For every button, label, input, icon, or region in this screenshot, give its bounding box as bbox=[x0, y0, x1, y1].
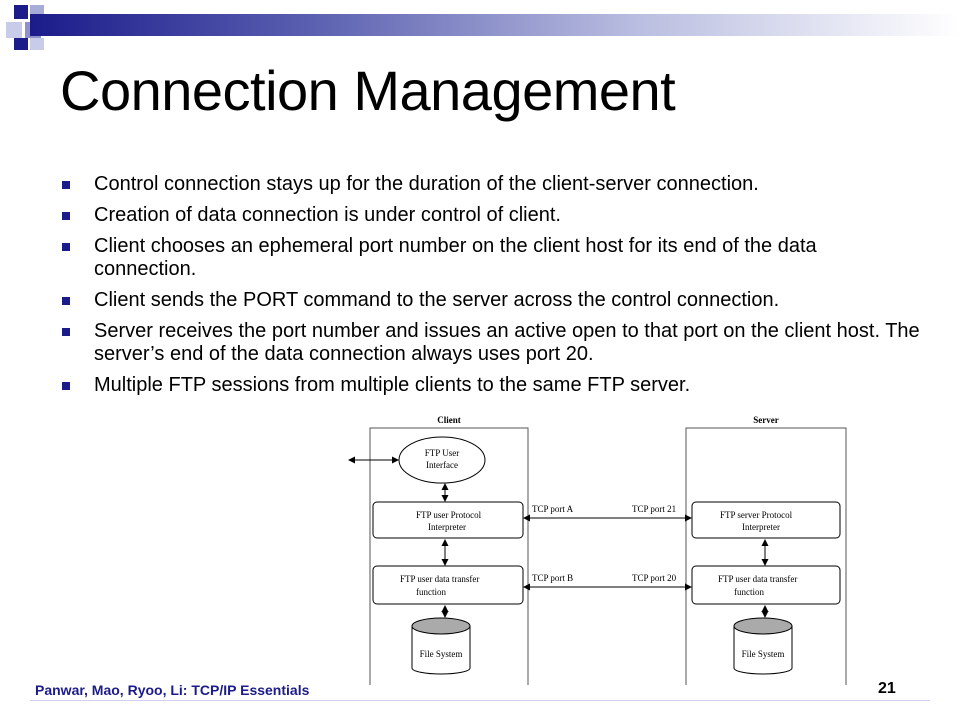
client-pi-box bbox=[372, 501, 524, 539]
server-dtp-label-1: FTP user data transfer bbox=[718, 574, 797, 584]
client-ui-label-1: FTP User bbox=[425, 448, 459, 458]
bullet-item: Client sends the PORT command to the ser… bbox=[60, 289, 920, 312]
server-fs-cylinder-bottom bbox=[733, 667, 793, 675]
client-dtp-label-2: function bbox=[416, 587, 446, 597]
bullet-item: Creation of data connection is under con… bbox=[60, 204, 920, 227]
client-fs-cylinder-bottom bbox=[411, 667, 471, 675]
server-fs-cylinder-top bbox=[733, 617, 793, 635]
bullet-item: Client chooses an ephemeral port number … bbox=[60, 235, 920, 281]
footer-divider bbox=[30, 700, 930, 701]
square-bullet-icon bbox=[62, 328, 70, 336]
client-dtp-label-1: FTP user data transfer bbox=[400, 574, 479, 584]
bullet-text: Client sends the PORT command to the ser… bbox=[94, 289, 780, 311]
server-dtp-box bbox=[691, 565, 841, 605]
server-outer-box bbox=[685, 427, 847, 685]
square-bullet-icon bbox=[62, 212, 70, 220]
ftp-diagram: Client Server FTP User Interface FTP use… bbox=[348, 415, 847, 685]
port-21-label: TCP port 21 bbox=[632, 504, 676, 514]
square-bullet-icon bbox=[62, 382, 70, 390]
corner-square-6 bbox=[30, 38, 44, 50]
square-bullet-icon bbox=[62, 243, 70, 251]
bullet-item: Server receives the port number and issu… bbox=[60, 320, 920, 366]
client-ui-label-2: Interface bbox=[426, 460, 458, 470]
bullet-item: Control connection stays up for the dura… bbox=[60, 173, 920, 196]
server-pi-box bbox=[691, 501, 841, 539]
port-a-label: TCP port A bbox=[532, 504, 574, 514]
client-outer-box bbox=[369, 427, 529, 685]
corner-square-1 bbox=[14, 5, 28, 19]
client-fs-label: File System bbox=[420, 649, 463, 659]
square-bullet-icon bbox=[62, 181, 70, 189]
server-pi-label-2: Interpreter bbox=[742, 522, 780, 532]
header-gradient-bar bbox=[30, 14, 960, 36]
client-label: Client bbox=[437, 415, 461, 425]
server-fs-label: File System bbox=[742, 649, 785, 659]
bullet-text: Client chooses an ephemeral port number … bbox=[94, 235, 817, 280]
client-fs-cylinder-top bbox=[411, 617, 471, 635]
client-pi-label-1: FTP user Protocol bbox=[416, 510, 482, 520]
port-20-label: TCP port 20 bbox=[632, 573, 677, 583]
page-number: 21 bbox=[878, 680, 896, 697]
square-bullet-icon bbox=[62, 297, 70, 305]
bullet-item: Multiple FTP sessions from multiple clie… bbox=[60, 374, 920, 397]
slide-title: Connection Management bbox=[60, 59, 676, 122]
bullet-text: Server receives the port number and issu… bbox=[94, 320, 920, 365]
corner-square-5 bbox=[14, 38, 28, 50]
server-label: Server bbox=[753, 415, 778, 425]
corner-square-3 bbox=[6, 22, 22, 38]
server-dtp-label-2: function bbox=[734, 587, 764, 597]
server-pi-label-1: FTP server Protocol bbox=[720, 510, 793, 520]
bullet-list: Control connection stays up for the dura… bbox=[60, 173, 920, 405]
port-b-label: TCP port B bbox=[532, 573, 573, 583]
client-dtp-box bbox=[372, 565, 524, 605]
footer-authors: Panwar, Mao, Ryoo, Li: TCP/IP Essentials bbox=[35, 682, 310, 698]
bullet-text: Multiple FTP sessions from multiple clie… bbox=[94, 374, 691, 396]
client-pi-label-2: Interpreter bbox=[428, 522, 466, 532]
bullet-text: Creation of data connection is under con… bbox=[94, 204, 561, 226]
bullet-text: Control connection stays up for the dura… bbox=[94, 173, 759, 195]
